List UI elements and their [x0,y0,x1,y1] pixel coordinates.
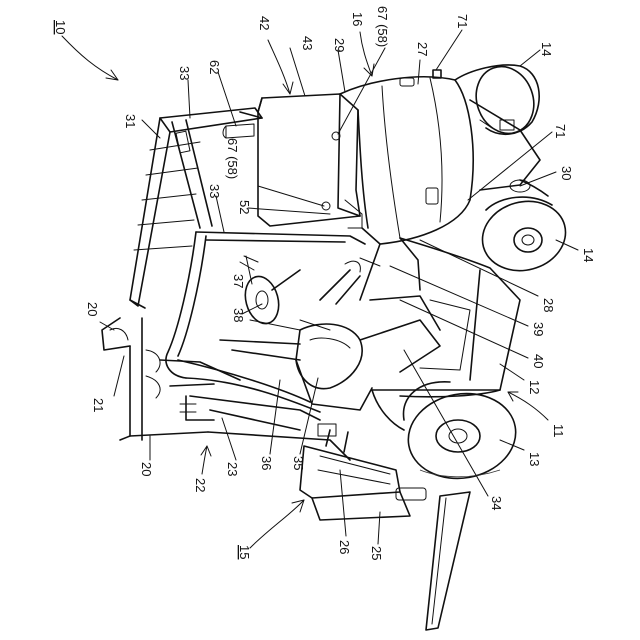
label-21: 21 [91,398,106,412]
label-71-mid: 71 [553,124,568,138]
label-43: 43 [300,36,315,50]
label-67-58-top: 67 (58) [375,6,390,47]
label-62: 62 [207,60,222,74]
chassis [360,238,520,397]
label-26: 26 [337,540,352,554]
label-52: 52 [237,200,252,214]
label-12: 12 [527,380,542,394]
label-35: 35 [291,456,306,470]
label-39: 39 [531,322,546,336]
label-20-top: 20 [85,302,100,316]
label-67-58-mid: 67 (58) [225,138,240,179]
label-38: 38 [231,308,246,322]
label-34: 34 [489,496,504,510]
steering-wheel [240,256,300,327]
label-10: 10 [53,20,68,34]
label-30: 30 [559,166,574,180]
reference-arrow-42 [268,40,293,94]
label-71-top: 71 [455,14,470,28]
label-14-top: 14 [539,42,554,56]
label-33-top: 33 [177,66,192,80]
reference-arrow-22 [201,446,211,474]
label-42: 42 [257,16,272,30]
label-15: 15 [237,545,252,559]
label-31: 31 [123,114,138,128]
label-40: 40 [531,354,546,368]
rear-wheel-top [455,58,543,190]
rear-wheel-bottom [475,180,574,280]
operator-seat [296,296,440,410]
label-11: 11 [551,424,566,438]
label-16: 16 [350,12,365,26]
fork-carriage [300,424,426,520]
label-23: 23 [225,462,240,476]
detail-lines [223,124,420,430]
front-wheel-13 [402,382,523,487]
label-25: 25 [369,546,384,560]
fork-tine [426,492,470,630]
reference-arrow-16 [360,32,374,76]
reference-labels: 10 15 42 43 29 16 67 (58) 27 71 14 33 62… [53,6,596,560]
label-14-bottom: 14 [581,248,596,262]
cover-box-43 [258,94,362,228]
reference-arrow-10 [62,36,118,80]
label-36: 36 [259,456,274,470]
reference-arrow-11 [508,392,548,420]
hood-27 [340,70,473,244]
label-20-bottom: 20 [139,462,154,476]
label-22: 22 [193,478,208,492]
label-27: 27 [415,42,430,56]
label-29: 29 [332,38,347,52]
label-28: 28 [541,298,556,312]
label-33-mid: 33 [207,184,222,198]
label-13: 13 [527,452,542,466]
label-37: 37 [231,274,246,288]
reference-arrow-15 [250,500,304,548]
